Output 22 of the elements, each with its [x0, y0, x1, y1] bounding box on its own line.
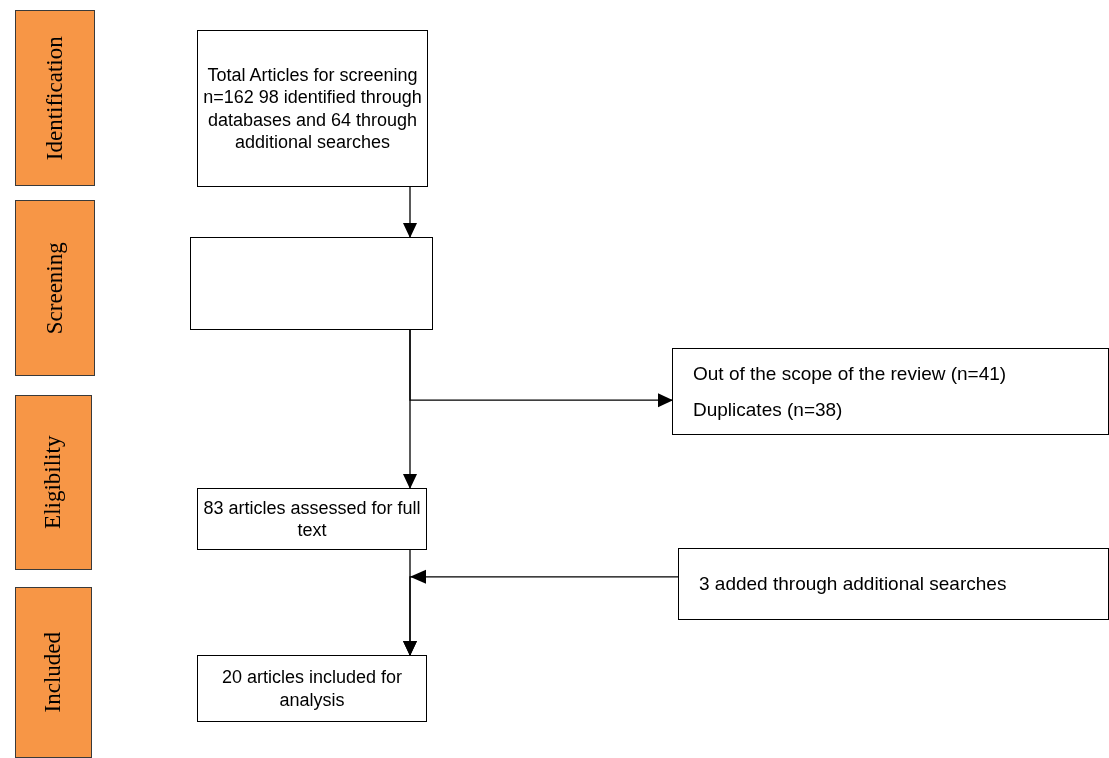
exclusion-box [672, 348, 1109, 435]
box-text: Total Articles for screening n=162 98 identified through databases and 64 through additional searches [202, 63, 423, 154]
stage-band [15, 200, 95, 376]
process-box [197, 488, 427, 550]
exclusion-box [678, 548, 1109, 620]
box-text: Duplicates (n=38) [693, 397, 844, 422]
box-text: Out of the scope of the review (n=41) [693, 361, 1008, 386]
box-text: 20 articles included for analysis [220, 666, 404, 711]
process-box [197, 655, 427, 722]
arrow [409, 329, 673, 408]
process-box [197, 30, 428, 187]
stage-label: Screening [40, 242, 68, 334]
box-text: 83 articles assessed for full text [202, 496, 422, 542]
box-text: 3 added through additional searches [699, 572, 1008, 596]
arrow [403, 186, 417, 238]
stage-band [15, 587, 92, 758]
stage-band [15, 395, 92, 570]
stage-band [15, 10, 95, 186]
process-box [190, 237, 433, 330]
stage-label: Eligibility [39, 435, 67, 530]
stage-label: Included [39, 632, 67, 713]
stage-label: Identification [40, 36, 68, 160]
